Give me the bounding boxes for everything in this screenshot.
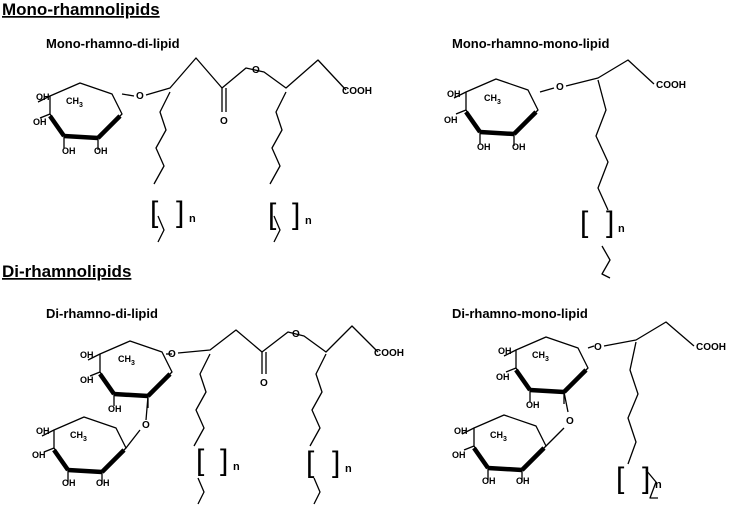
structure-title: Mono-rhamno-di-lipid: [46, 36, 180, 51]
repeat-n: n: [655, 479, 662, 491]
oxygen-label: O: [292, 329, 300, 340]
structure-di-rhamno-mono-lipid: Di-rhamno-mono-lipid OH CH3 OH OH O OH C…: [452, 306, 726, 499]
repeat-bracket-open: [: [580, 206, 589, 239]
repeat-bracket-open: [: [616, 462, 625, 495]
repeat-bracket-close: ]: [332, 446, 340, 479]
repeat-bracket-open: [: [150, 196, 159, 229]
oxygen-label: O: [136, 91, 144, 102]
oh-label: OH: [80, 350, 94, 360]
ch3-subscript: 3: [503, 436, 507, 443]
oh-label: OH: [452, 450, 466, 460]
ch3-label: CH3: [484, 93, 501, 106]
ch3-subscript: 3: [79, 102, 83, 109]
oh-label: OH: [496, 372, 510, 382]
oxygen-label: O: [220, 116, 228, 127]
oh-label: OH: [94, 146, 108, 156]
oh-label: OH: [444, 115, 458, 125]
oh-label: OH: [108, 404, 122, 414]
repeat-bracket-close: ]: [606, 206, 614, 239]
repeat-n: n: [189, 213, 196, 225]
cooh-label: COOH: [374, 348, 404, 359]
repeat-bracket-close: ]: [642, 462, 650, 495]
oxygen-label: O: [260, 378, 268, 389]
ch3-label: CH3: [490, 430, 507, 443]
repeat-bracket-open: [: [306, 446, 315, 479]
section-title-di: Di-rhamnolipids: [2, 262, 131, 281]
ch3-subscript: 3: [83, 436, 87, 443]
oh-label: OH: [62, 478, 76, 488]
repeat-bracket-open: [: [268, 198, 277, 231]
oh-label: OH: [447, 89, 461, 99]
section-title-mono: Mono-rhamnolipids: [2, 0, 160, 19]
ch3-subscript: 3: [545, 356, 549, 363]
ch3-label: CH3: [532, 350, 549, 363]
ch3-label: CH3: [118, 354, 135, 367]
cooh-label: COOH: [342, 86, 372, 97]
oh-label: OH: [516, 476, 530, 486]
oh-label: OH: [36, 92, 50, 102]
oh-label: OH: [96, 478, 110, 488]
repeat-n: n: [618, 223, 625, 235]
repeat-bracket-open: [: [196, 444, 205, 477]
repeat-n: n: [345, 463, 352, 475]
oh-label: OH: [512, 142, 526, 152]
oxygen-label: O: [556, 82, 564, 93]
structure-title: Di-rhamno-mono-lipid: [452, 306, 588, 321]
oh-label: OH: [526, 400, 540, 410]
repeat-bracket-close: ]: [220, 444, 228, 477]
oxygen-label: O: [142, 420, 150, 431]
repeat-n: n: [233, 461, 240, 473]
oh-label: OH: [33, 117, 47, 127]
oxygen-label: O: [252, 65, 260, 76]
structure-title: Mono-rhamno-mono-lipid: [452, 36, 609, 51]
ch3-label: CH3: [66, 96, 83, 109]
oh-label: OH: [477, 142, 491, 152]
oh-label: OH: [80, 375, 94, 385]
oh-label: OH: [498, 346, 512, 356]
oh-label: OH: [32, 450, 46, 460]
repeat-bracket-close: ]: [176, 196, 184, 229]
ch3-subscript: 3: [131, 360, 135, 367]
oxygen-label: O: [566, 416, 574, 427]
oh-label: OH: [62, 146, 76, 156]
ch3-subscript: 3: [497, 99, 501, 106]
cooh-label: COOH: [696, 342, 726, 353]
cooh-label: COOH: [656, 80, 686, 91]
ch3-label: CH3: [70, 430, 87, 443]
repeat-n: n: [305, 215, 312, 227]
oh-label: OH: [36, 426, 50, 436]
oh-label: OH: [454, 426, 468, 436]
repeat-bracket-close: ]: [292, 198, 300, 231]
structure-title: Di-rhamno-di-lipid: [46, 306, 158, 321]
structure-mono-rhamno-mono-lipid: Mono-rhamno-mono-lipid OH CH3 OH OH OH O…: [444, 36, 686, 279]
oh-label: OH: [482, 476, 496, 486]
structure-di-rhamno-di-lipid: Di-rhamno-di-lipid OH CH3 OH OH O OH CH3…: [32, 306, 404, 505]
structure-mono-rhamno-di-lipid: Mono-rhamno-di-lipid OH CH3 OH OH OH O O…: [33, 36, 372, 243]
oxygen-label: O: [594, 342, 602, 353]
